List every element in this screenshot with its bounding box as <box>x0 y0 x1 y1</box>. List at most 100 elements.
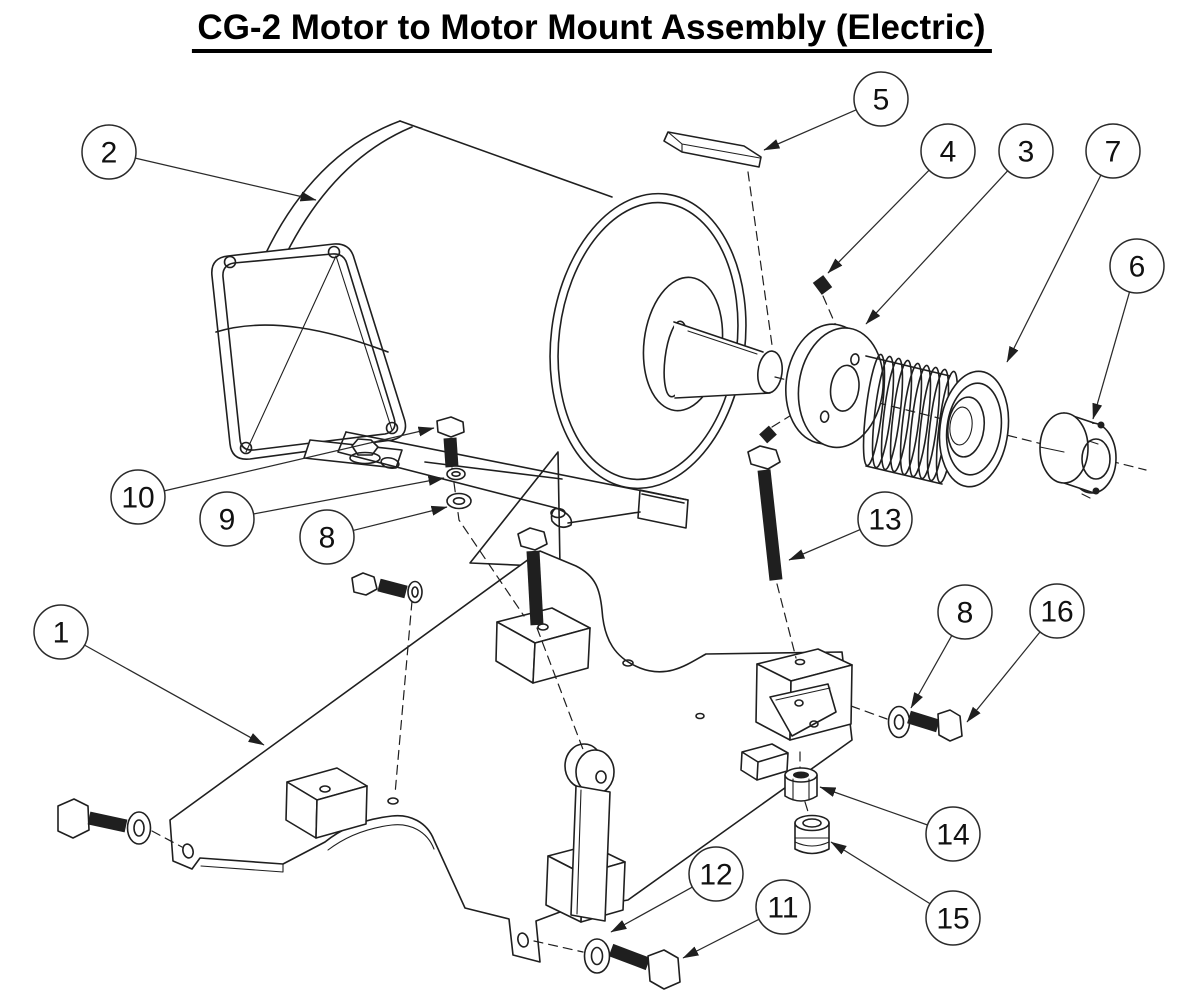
rail-slot <box>380 456 400 470</box>
plate-washer-left <box>126 811 152 845</box>
arm-pivot-bolt <box>517 527 548 626</box>
callout-9-lock-washer: 9 <box>199 475 445 547</box>
shaft-key <box>663 131 762 168</box>
balloon-circle <box>110 469 166 525</box>
leader-line <box>682 918 760 959</box>
hex-bolt-bottom <box>608 943 681 990</box>
diagram-title: CG-2 Motor to Motor Mount Assembly (Elec… <box>191 8 992 53</box>
rail-side-bolt <box>351 572 423 604</box>
callout-1-motor-mount-base-plate: 1 <box>33 604 265 746</box>
balloon-circle <box>1109 238 1165 294</box>
spacer-bushing <box>794 814 830 855</box>
balloon-number: 1 <box>53 617 70 650</box>
leader-line <box>353 505 448 532</box>
balloon-circle <box>1085 123 1141 179</box>
rail-hole <box>550 507 566 519</box>
balloon-circle <box>998 123 1054 179</box>
balloon-number: 9 <box>219 504 236 537</box>
balloon-circle <box>199 491 255 547</box>
balloon-number: 12 <box>699 859 732 892</box>
poly-groove-pulley <box>862 353 1010 488</box>
spacer-block-center <box>495 607 591 684</box>
balloon-circle <box>920 123 976 179</box>
flat-washer-left <box>446 492 472 510</box>
callout-8-flat-washer-left: 8 <box>299 505 448 565</box>
leader-line <box>763 109 857 151</box>
callout-16-hex-bolt-right: 16 <box>966 583 1085 723</box>
balloon-circle <box>688 846 744 902</box>
callout-13-long-hex-bolt: 13 <box>788 491 913 561</box>
motor-junction-box <box>211 243 407 461</box>
shaft-end <box>757 350 783 394</box>
washer-bottom <box>583 938 611 974</box>
balloon-circle <box>81 124 137 180</box>
callout-8-flat-washer-right: 8 <box>910 584 993 709</box>
leader-line <box>84 644 265 746</box>
balloon-number: 10 <box>121 482 154 515</box>
balloon-number: 8 <box>319 522 336 555</box>
balloon-circle <box>925 806 981 862</box>
pulley-bore <box>946 396 986 458</box>
taper-lock-bushing <box>1039 412 1117 499</box>
callout-12-washer-bottom: 12 <box>610 846 744 933</box>
rail-carriage-bolt <box>436 416 465 468</box>
leader-line <box>910 635 953 709</box>
leader-line <box>135 157 317 202</box>
balloon-number: 6 <box>1129 251 1146 284</box>
plate-hole <box>387 797 399 805</box>
motor-shaft <box>673 321 783 399</box>
leader-line <box>164 426 435 492</box>
balloon-number: 2 <box>101 137 118 170</box>
set-screw-lower <box>759 425 777 444</box>
balloon-number: 7 <box>1105 136 1122 169</box>
pulley-rim <box>938 370 1010 488</box>
spacer-block-left <box>285 767 368 839</box>
rail-side-washer <box>407 580 423 604</box>
callout-4-set-screw: 4 <box>827 123 976 274</box>
leader-line <box>1092 291 1131 420</box>
callout-15-spacer-bushing: 15 <box>830 841 981 946</box>
motor-face <box>549 192 747 490</box>
plate-tab-hole-left <box>182 843 194 859</box>
flat-washer-right <box>887 705 911 739</box>
hex-bolt-right <box>907 709 963 742</box>
balloon-circle <box>755 879 811 935</box>
leader-line <box>827 169 930 274</box>
junction-box-screw <box>223 255 237 269</box>
leader-line <box>1006 174 1102 363</box>
balloon-number: 11 <box>767 892 798 925</box>
balloon-number: 13 <box>868 504 901 537</box>
leader-line <box>830 841 931 905</box>
lock-washer <box>446 467 466 481</box>
balloon-circle <box>1029 583 1085 639</box>
balloon-number: 14 <box>936 819 969 852</box>
motor-body-top-edge <box>399 120 613 198</box>
rail-flange <box>637 489 689 529</box>
callout-5-shaft-key: 5 <box>763 71 909 151</box>
leader-line <box>819 786 928 826</box>
flange-hole <box>819 410 830 423</box>
callout-2-electric-motor: 2 <box>81 124 317 202</box>
plate-tab-hole-bottom <box>517 932 529 948</box>
junction-box-screw <box>239 441 253 455</box>
balloon-number: 16 <box>1040 596 1073 629</box>
balloon-number: 4 <box>940 136 957 169</box>
set-screw-upper <box>812 275 833 295</box>
leader-line <box>253 475 445 515</box>
motor-mount-rail <box>337 431 689 568</box>
hex-nut <box>784 767 818 802</box>
balloon-circle <box>299 509 355 565</box>
pivot-block-right <box>740 648 853 781</box>
balloon-circle <box>33 604 89 660</box>
electric-motor <box>211 120 783 490</box>
callout-14-hex-nut: 14 <box>819 786 981 862</box>
balloon-circle <box>925 890 981 946</box>
callout-7-poly-groove-pulley: 7 <box>1006 123 1141 363</box>
leader-line <box>865 170 1009 325</box>
callout-10-rail-carriage-bolt: 10 <box>110 426 435 525</box>
callout-11-hex-bolt-bottom: 11 <box>682 879 811 959</box>
shaft-hub-flange <box>784 323 885 449</box>
